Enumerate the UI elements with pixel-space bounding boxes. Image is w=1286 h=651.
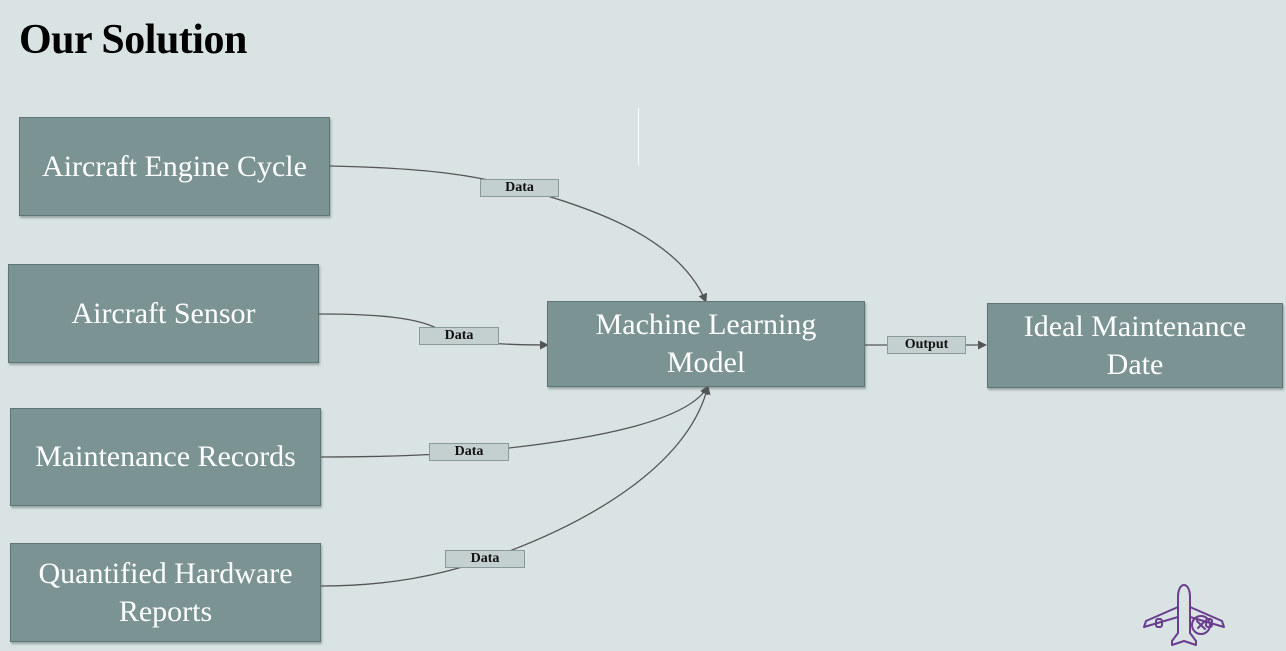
sensor-data-label: Data bbox=[419, 327, 499, 345]
sensor-node: Aircraft Sensor bbox=[8, 264, 319, 363]
ml-model-node: Machine Learning Model bbox=[547, 301, 865, 387]
airplane-wrench-icon bbox=[1143, 584, 1225, 646]
connector-reports-to-model bbox=[320, 385, 711, 587]
connector-records-to-model bbox=[320, 385, 709, 458]
engine-cycle-node: Aircraft Engine Cycle bbox=[19, 117, 330, 216]
page-title: Our Solution bbox=[19, 17, 247, 63]
divider-line bbox=[638, 108, 639, 165]
output-label: Output bbox=[887, 336, 966, 354]
reports-data-label: Data bbox=[445, 550, 525, 568]
records-data-label: Data bbox=[429, 443, 509, 461]
hardware-reports-node: Quantified Hardware Reports bbox=[10, 543, 321, 642]
maintenance-records-node: Maintenance Records bbox=[10, 408, 321, 506]
maintenance-date-node: Ideal Maintenance Date bbox=[987, 303, 1283, 388]
engine-data-label: Data bbox=[480, 179, 559, 197]
